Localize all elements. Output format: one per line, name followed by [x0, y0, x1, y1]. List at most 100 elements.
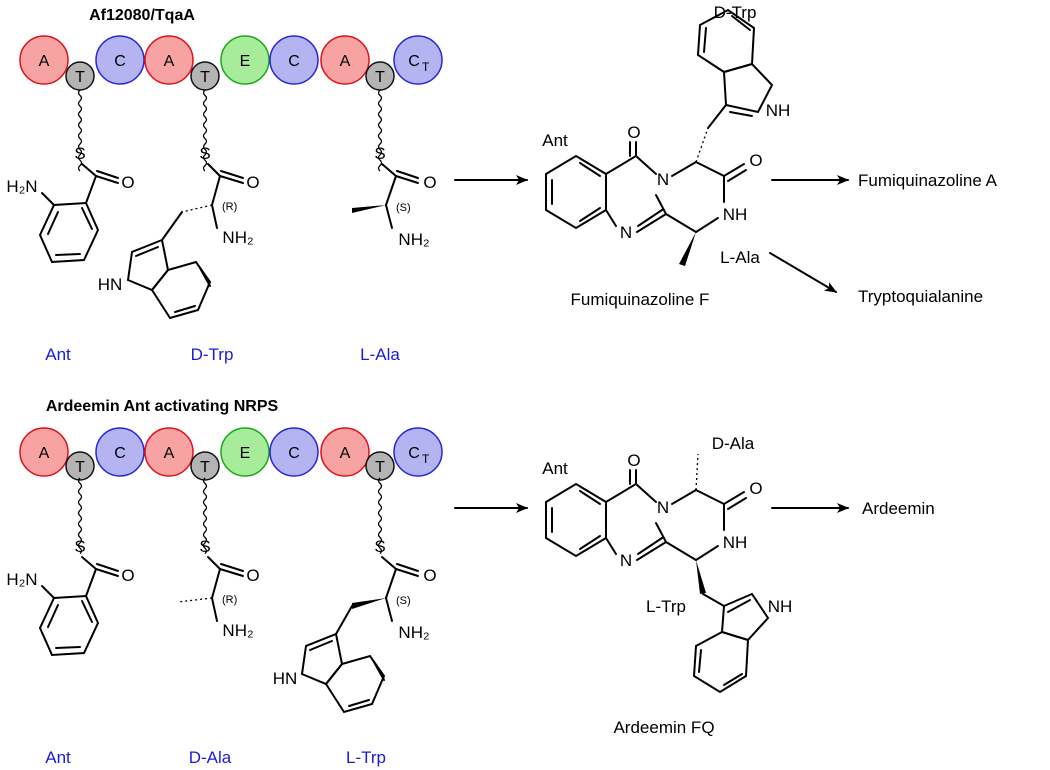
oxygen-label: O	[627, 451, 640, 470]
domain-a	[144, 427, 194, 477]
domain-letter: C	[408, 53, 420, 70]
domain-a	[320, 427, 370, 477]
domain-letter: T	[375, 459, 385, 476]
sulfur-label: S	[74, 144, 85, 163]
stereo-r-label: (R)	[222, 201, 237, 213]
domain-a	[19, 427, 69, 477]
amine-label: H₂N	[6, 570, 37, 589]
domain-letter: T	[75, 69, 85, 86]
panel1-ant-thioester: S O H₂N	[6, 144, 135, 264]
panel1-title: Af12080/TqaA	[89, 7, 195, 24]
domain-t	[365, 451, 395, 481]
amide-nh-label: NH	[723, 205, 748, 224]
domain-subscript: T	[422, 60, 430, 74]
panel2-substrate-ltrp: L-Trp	[346, 748, 386, 767]
domain-letter: E	[240, 53, 251, 70]
product2-name: Ardeemin FQ	[613, 718, 714, 737]
amine-label: NH₂	[398, 230, 429, 249]
nitrogen-label: N	[620, 551, 632, 570]
domain-letter: T	[375, 69, 385, 86]
stereo-s-label: (S)	[396, 202, 411, 214]
oxygen-label: O	[749, 151, 762, 170]
oxygen-label: O	[121, 173, 134, 192]
domain-c	[95, 35, 145, 85]
nitrogen-label: N	[620, 223, 632, 242]
domain-letter: A	[164, 53, 175, 70]
domain-c	[95, 427, 145, 477]
panel1-tether-1	[77, 89, 83, 172]
domain-c	[269, 427, 319, 477]
indole-nh-label: HN	[98, 275, 123, 294]
panel2-tether-3	[377, 477, 383, 555]
domain-letter: T	[200, 69, 210, 86]
stereo-s-label: (S)	[396, 595, 411, 607]
product2-label-ltrp: L-Trp	[646, 597, 686, 616]
panel1-trp-thioester: S O (R) NH₂ HN	[98, 144, 260, 320]
downstream-tryptoquialanine: Tryptoquialanine	[858, 287, 983, 306]
oxygen-label: O	[749, 479, 762, 498]
domain-c	[393, 35, 443, 85]
sulfur-label: S	[74, 537, 85, 556]
domain-c	[269, 35, 319, 85]
amine-label: H₂N	[6, 177, 37, 196]
panel2-substrate-ant: Ant	[45, 748, 71, 767]
panel2-tether-1	[77, 477, 83, 555]
domain-a	[19, 35, 69, 85]
indole-nh-label: NH	[768, 597, 793, 616]
amide-nh-label: NH	[723, 533, 748, 552]
nitrogen-label: N	[657, 498, 669, 517]
domain-letter: C	[288, 445, 300, 462]
amine-label: NH₂	[222, 228, 253, 247]
product2-label-ant: Ant	[542, 459, 568, 478]
sulfur-label: S	[199, 537, 210, 556]
oxygen-label: O	[246, 566, 259, 585]
downstream-fumiquinazoline-a: Fumiquinazoline A	[858, 171, 998, 190]
domain-letter: T	[75, 459, 85, 476]
domain-a	[320, 35, 370, 85]
sulfur-label: S	[199, 144, 210, 163]
domain-t	[190, 451, 220, 481]
panel2-ant-thioester: S O H₂N	[6, 537, 135, 657]
panel2-ltrp-thioester: S O (S) NH₂ HN	[273, 537, 437, 714]
sulfur-label: S	[374, 144, 385, 163]
panel2-title: Ardeemin Ant activating NRPS	[46, 398, 279, 415]
panel1-substrate-dtrp: D-Trp	[191, 345, 234, 364]
ardeemin-fq-structure: O N N O NH NH	[545, 451, 793, 694]
indole-nh-label: HN	[273, 669, 298, 688]
oxygen-label: O	[627, 123, 640, 142]
amine-label: NH₂	[222, 621, 253, 640]
domain-letter: A	[340, 445, 351, 462]
domain-t	[65, 451, 95, 481]
product1-label-lala: L-Ala	[720, 248, 760, 267]
product1-label-ant: Ant	[542, 131, 568, 150]
oxygen-label: O	[121, 566, 134, 585]
domain-c	[393, 427, 443, 477]
panel1-substrate-ant: Ant	[45, 345, 71, 364]
indole-nh-label: NH	[766, 101, 791, 120]
domain-letter: T	[200, 459, 210, 476]
domain-letter: C	[288, 53, 300, 70]
oxygen-label: O	[423, 173, 436, 192]
amine-label: NH₂	[398, 623, 429, 642]
oxygen-label: O	[246, 173, 259, 192]
domain-letter: A	[39, 53, 50, 70]
domain-letter: A	[39, 445, 50, 462]
domain-e	[220, 35, 270, 85]
stereo-r-label: (R)	[222, 594, 237, 606]
panel2-tether-2	[202, 477, 208, 555]
panel2-substrate-dala: D-Ala	[189, 748, 232, 767]
panel1-substrate-lala: L-Ala	[360, 345, 400, 364]
domain-letter: C	[114, 53, 126, 70]
sulfur-label: S	[374, 537, 385, 556]
fumiquinazoline-f-structure: O N N O NH NH	[545, 8, 791, 266]
domain-a	[144, 35, 194, 85]
nitrogen-label: N	[657, 170, 669, 189]
domain-e	[220, 427, 270, 477]
panel1-tether-3	[377, 89, 383, 172]
panel2-dala-thioester: S O (R) NH₂	[177, 537, 260, 640]
product2-label-dala: D-Ala	[712, 434, 755, 453]
downstream-ardeemin: Ardeemin	[862, 499, 935, 518]
